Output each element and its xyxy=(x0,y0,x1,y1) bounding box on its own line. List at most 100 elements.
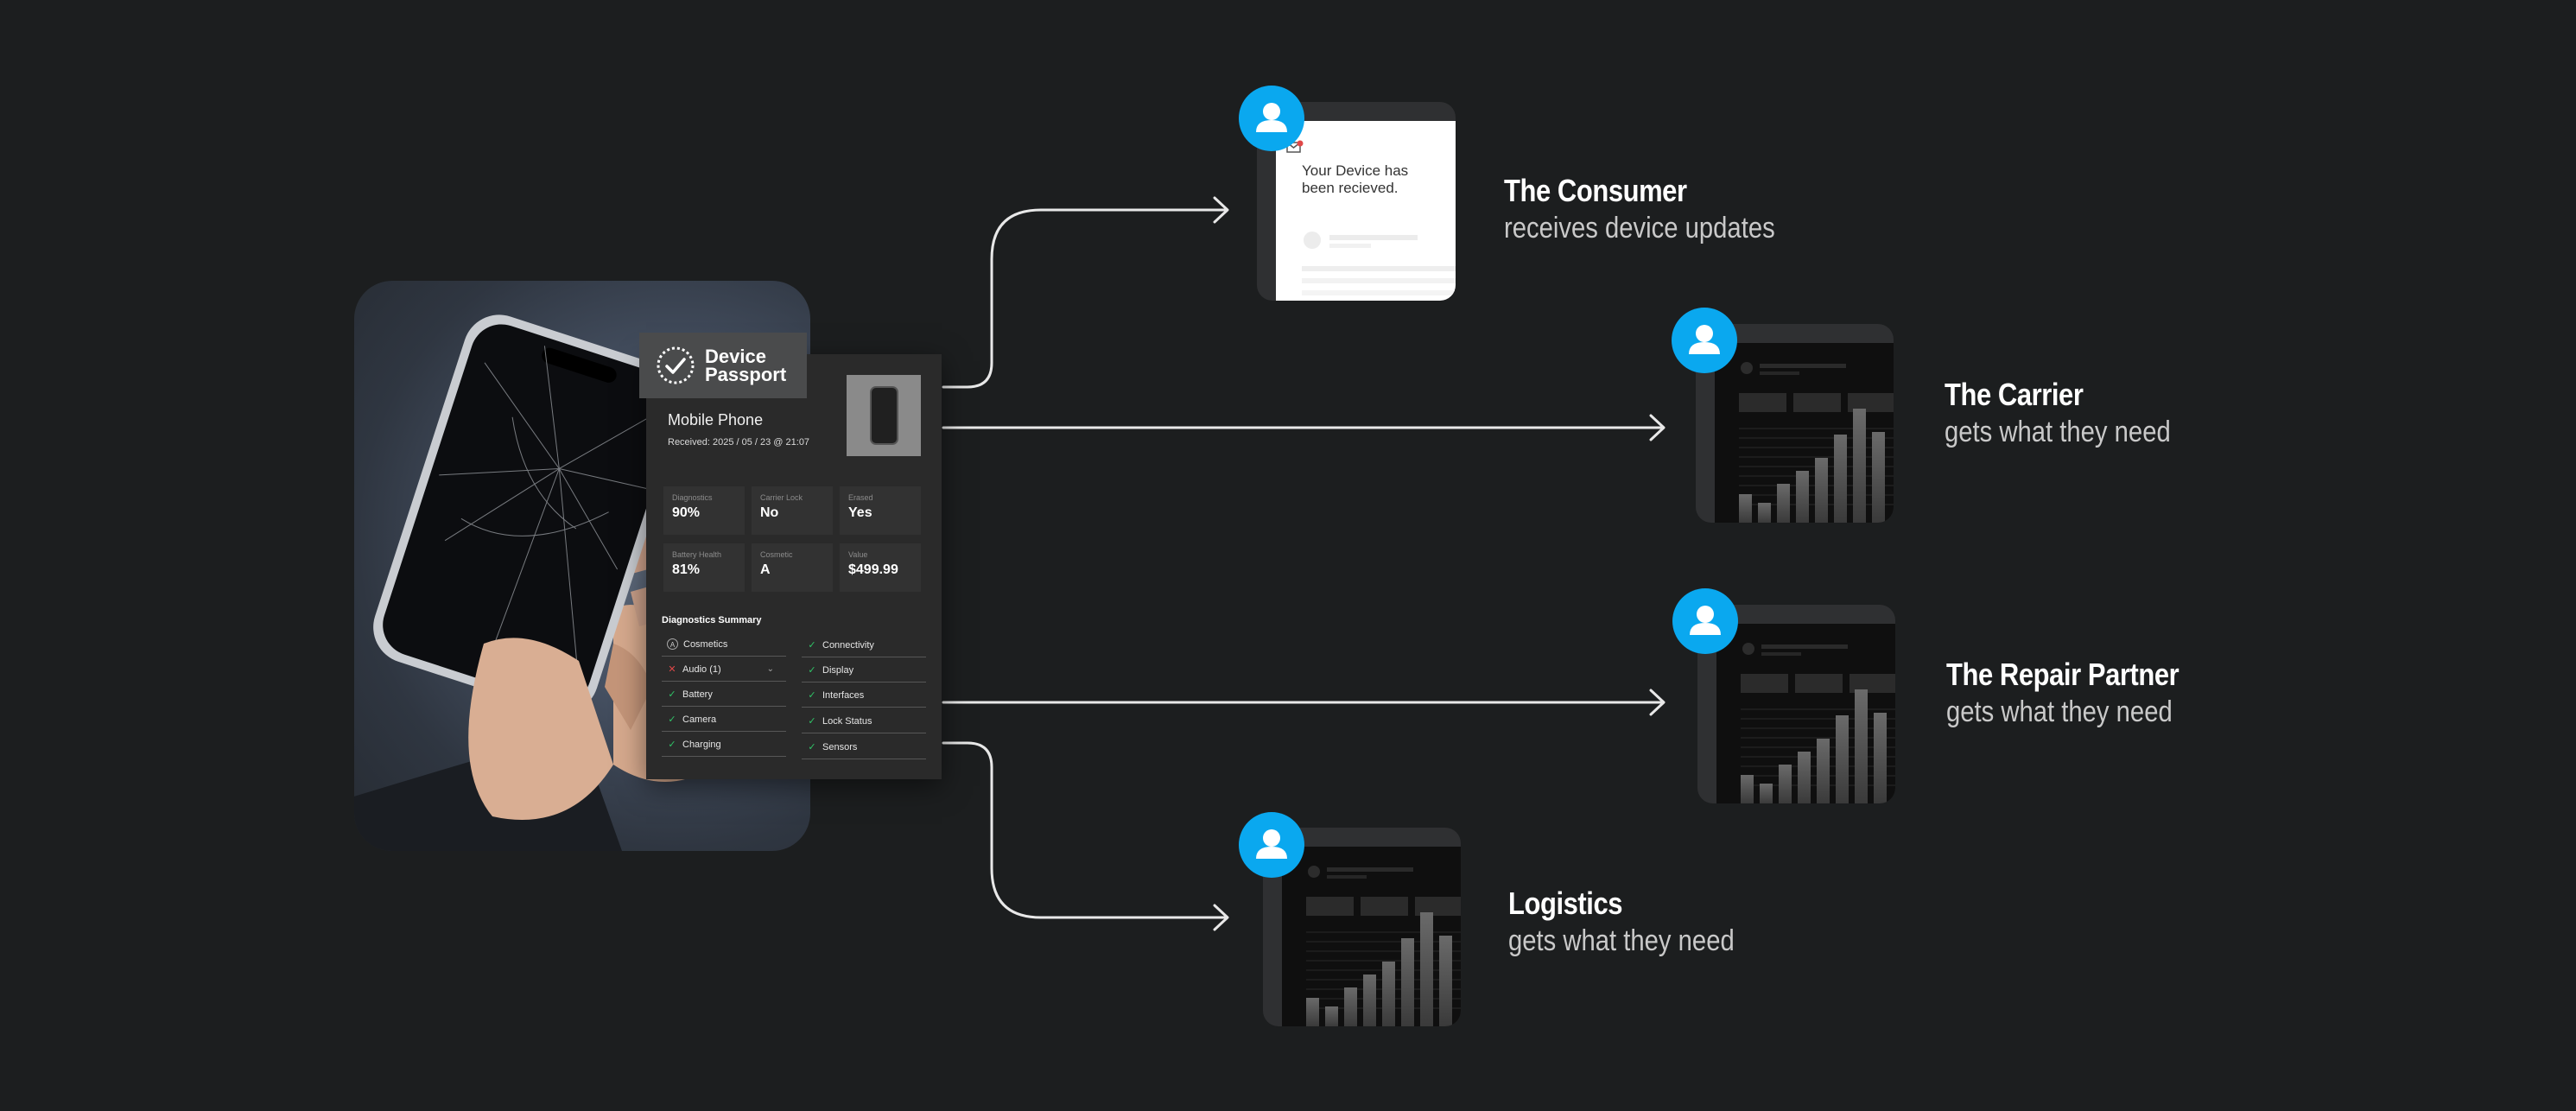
dash-bar xyxy=(1439,936,1452,1026)
dash-bar xyxy=(1760,784,1773,803)
diag-item-lock-status[interactable]: ✓ Lock Status xyxy=(802,709,926,733)
check-icon: ✓ xyxy=(808,742,816,752)
dash-bar xyxy=(1420,912,1433,1026)
dash-gridline xyxy=(1741,718,1895,720)
diagnostics-summary-title: Diagnostics Summary xyxy=(662,615,762,625)
badge-check-icon xyxy=(657,346,695,384)
diag-item-charging[interactable]: ✓ Charging xyxy=(662,733,786,757)
dash-bar xyxy=(1855,689,1868,803)
carrier-avatar xyxy=(1672,308,1737,373)
stat-label: Battery Health xyxy=(672,550,722,559)
notification-line-2: been recieved. xyxy=(1302,180,1399,196)
dashboard-panel xyxy=(1282,847,1461,1026)
diag-item-sensors[interactable]: ✓ Sensors xyxy=(802,735,926,759)
dash-bar xyxy=(1741,775,1754,803)
diag-label: Camera xyxy=(682,714,717,725)
received-timestamp: Received: 2025 / 05 / 23 @ 21:07 xyxy=(668,437,810,448)
stat-value: A xyxy=(760,562,771,577)
dash-tile xyxy=(1739,393,1786,412)
dash-bar xyxy=(1817,739,1830,803)
dash-gridline xyxy=(1739,447,1894,448)
dash-bar xyxy=(1834,435,1847,523)
dash-bar xyxy=(1306,998,1319,1026)
stat-label: Diagnostics xyxy=(672,493,713,502)
logistics-title: Logistics xyxy=(1508,886,1623,921)
brand-line-2: Passport xyxy=(705,364,787,385)
dashboard-panel xyxy=(1715,343,1894,523)
diag-item-camera[interactable]: ✓ Camera xyxy=(662,708,786,732)
dash-tile xyxy=(1415,897,1461,916)
dash-tile xyxy=(1795,674,1843,693)
dash-text-line xyxy=(1327,875,1367,879)
logistics-subtitle: gets what they need xyxy=(1508,924,1735,957)
dash-gridline xyxy=(1306,950,1461,952)
logistics-dashboard-card xyxy=(1263,828,1461,1026)
stat-value: 90% xyxy=(672,505,701,520)
stat-label: Value xyxy=(848,550,868,559)
person-icon xyxy=(1689,325,1720,354)
check-icon: ✓ xyxy=(668,714,676,725)
person-icon xyxy=(1256,829,1287,859)
dash-gridline xyxy=(1741,727,1895,729)
diag-item-display[interactable]: ✓ Display xyxy=(802,658,926,682)
logistics-avatar xyxy=(1239,812,1304,878)
repair-partner-title: The Repair Partner xyxy=(1946,657,2179,692)
check-icon: ✓ xyxy=(808,716,816,727)
dash-bar xyxy=(1796,471,1809,523)
dash-avatar-dot xyxy=(1308,866,1320,878)
diag-label: Audio (1) xyxy=(682,663,721,675)
dash-gridline xyxy=(1739,456,1894,458)
dash-bar xyxy=(1325,1006,1338,1026)
arrowhead-repair xyxy=(1649,689,1666,716)
check-icon: ✓ xyxy=(668,740,676,750)
dash-tile xyxy=(1850,674,1895,693)
dash-bar xyxy=(1853,409,1866,523)
diag-item-cosmetics[interactable]: A Cosmetics xyxy=(662,632,786,657)
arrowhead-consumer xyxy=(1213,196,1229,224)
diag-item-battery[interactable]: ✓ Battery xyxy=(662,682,786,707)
stat-carrier-lock: Carrier Lock No xyxy=(752,486,833,535)
check-icon: ✓ xyxy=(668,689,676,700)
dash-bar xyxy=(1872,432,1885,523)
diag-label: Charging xyxy=(682,739,721,750)
device-title: Mobile Phone xyxy=(668,411,764,429)
device-passport-badge: Device Passport xyxy=(639,333,807,398)
dash-avatar-dot xyxy=(1742,643,1754,655)
carrier-title: The Carrier xyxy=(1945,377,2084,412)
diag-item-interfaces[interactable]: ✓ Interfaces xyxy=(802,683,926,708)
dash-bar xyxy=(1874,713,1887,803)
dash-gridline xyxy=(1739,437,1894,439)
dash-bar xyxy=(1758,503,1771,523)
dash-text-line xyxy=(1327,867,1413,872)
dash-tile xyxy=(1741,674,1788,693)
grade-ring-icon: A xyxy=(667,638,678,650)
dash-bar xyxy=(1836,715,1849,803)
repair-partner-subtitle: gets what they need xyxy=(1946,695,2173,728)
consumer-title: The Consumer xyxy=(1504,173,1687,208)
arrowhead-logistics xyxy=(1213,904,1229,931)
carrier-dashboard-card xyxy=(1696,324,1894,523)
stat-label: Erased xyxy=(848,493,873,502)
dash-bar xyxy=(1798,752,1811,803)
diag-label: Cosmetics xyxy=(683,638,728,650)
dash-avatar-dot xyxy=(1741,362,1753,374)
consumer-subtitle: receives device updates xyxy=(1504,212,1775,244)
dash-gridline xyxy=(1306,931,1461,933)
dash-text-line xyxy=(1761,652,1801,656)
dash-tile xyxy=(1361,897,1408,916)
stat-value: $499.99 xyxy=(848,562,898,577)
arrowhead-carrier xyxy=(1649,414,1666,441)
diag-item-audio[interactable]: ✕ Audio (1) ⌄ xyxy=(662,657,786,682)
stat-label: Carrier Lock xyxy=(760,493,803,502)
dash-gridline xyxy=(1741,737,1895,739)
dash-bar xyxy=(1777,484,1790,523)
dash-gridline xyxy=(1306,941,1461,943)
chevron-down-icon[interactable]: ⌄ xyxy=(766,664,774,674)
stat-cosmetic: Cosmetic A xyxy=(752,543,833,592)
diag-item-connectivity[interactable]: ✓ Connectivity xyxy=(802,633,926,657)
stat-value: 81% xyxy=(672,562,701,577)
dash-bar xyxy=(1815,458,1828,523)
brand-line-1: Device xyxy=(705,346,766,367)
stat-diagnostics: Diagnostics 90% xyxy=(663,486,745,535)
